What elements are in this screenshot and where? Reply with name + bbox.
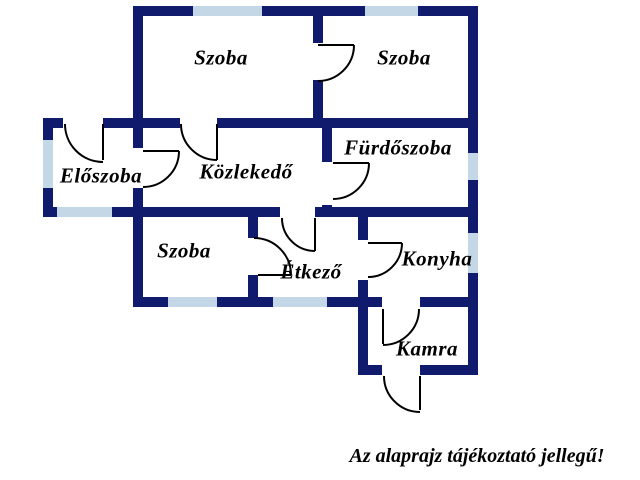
wall-segment (322, 205, 332, 217)
window-segment (468, 233, 478, 273)
room-label-kozlekedo: Közlekedő (199, 159, 293, 184)
disclaimer-text: Az alaprajz tájékoztató jellegű! (349, 445, 605, 467)
room-label-etkezo: Étkező (280, 259, 342, 284)
wall-segment (133, 188, 143, 307)
wall-segment (322, 118, 332, 162)
wall-segment (248, 207, 258, 238)
window-segment (273, 297, 327, 307)
wall-segment (468, 6, 478, 153)
door-arc (281, 217, 316, 252)
wall-segment (358, 280, 368, 375)
wall-segment (315, 6, 365, 16)
wall-segment (133, 6, 193, 16)
window-segment (193, 6, 262, 16)
wall-segment (248, 275, 258, 307)
wall-segment (133, 297, 168, 307)
wall-segment (418, 6, 478, 16)
wall-segment (217, 297, 273, 307)
window-segment (43, 140, 53, 188)
wall-segment (43, 118, 63, 128)
door-arc (367, 242, 403, 278)
wall-segment (468, 180, 478, 233)
wall-segment (112, 207, 280, 217)
room-label-szoba-top-left: Szoba (194, 45, 248, 70)
wall-segment (43, 188, 53, 217)
door-arc (332, 162, 370, 200)
wall-segment (315, 207, 478, 217)
wall-segment (420, 297, 478, 307)
room-label-kamra: Kamra (395, 336, 459, 361)
window-segment (365, 6, 418, 16)
wall-segment (313, 80, 323, 128)
door-arc (317, 44, 355, 82)
wall-segment (358, 365, 382, 375)
window-segment (168, 297, 217, 307)
door-arc (383, 375, 421, 413)
door-arc (382, 308, 420, 346)
wall-segment (358, 207, 368, 240)
room-label-furdoszoba: Fürdőszoba (344, 135, 452, 160)
wall-segment (43, 118, 53, 140)
wall-segment (327, 297, 382, 307)
door-arc (180, 123, 218, 161)
wall-segment (217, 118, 478, 128)
room-label-konyha: Konyha (401, 246, 473, 271)
wall-segment (420, 365, 478, 375)
wall-segment (133, 6, 143, 148)
wall-segment (313, 6, 323, 43)
wall-segment (262, 6, 315, 16)
window-segment (57, 207, 112, 217)
door-arc (253, 237, 292, 276)
door-arc (142, 150, 180, 188)
room-label-szoba-bottom: Szoba (157, 238, 211, 263)
window-segment (468, 153, 478, 180)
wall-segment (468, 273, 478, 375)
room-label-eloszoba: Előszoba (59, 163, 143, 188)
door-arc (64, 123, 104, 163)
room-label-szoba-top-right: Szoba (377, 45, 431, 70)
